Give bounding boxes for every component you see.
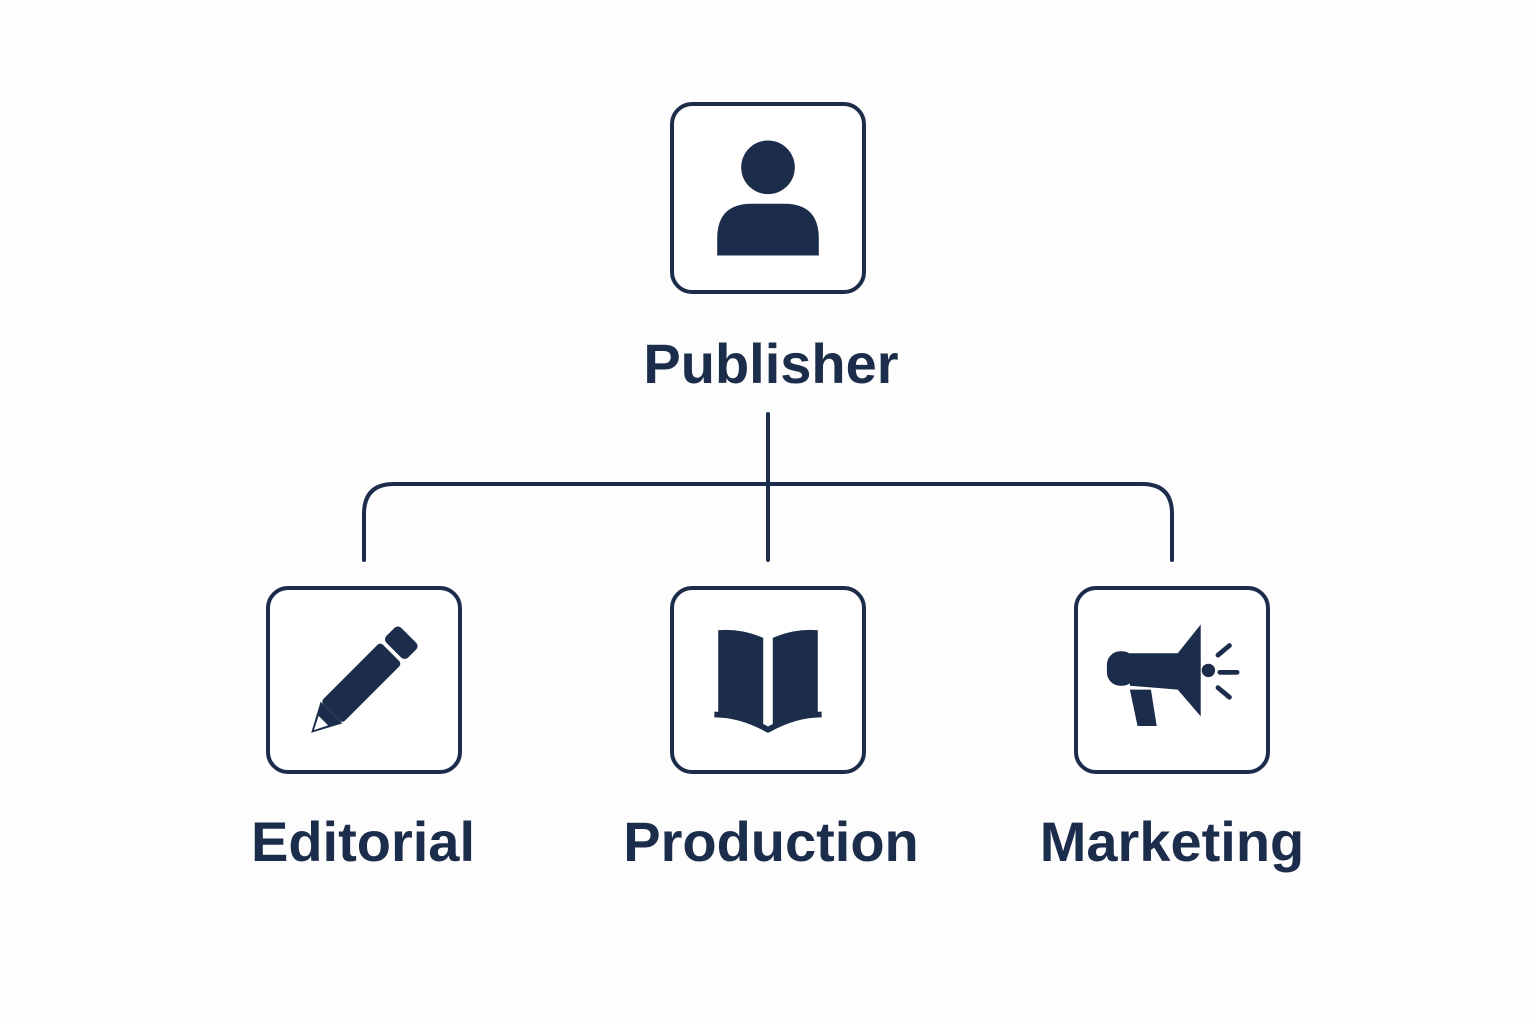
publisher-label: Publisher: [643, 332, 899, 395]
person-icon: [717, 140, 819, 256]
publisher-node[interactable]: [670, 102, 866, 294]
megaphone-icon: [1106, 624, 1240, 726]
marketing-label: Marketing: [1039, 810, 1305, 873]
production-node[interactable]: [670, 586, 866, 774]
pencil-icon: [311, 626, 418, 733]
production-label: Production: [623, 810, 919, 873]
branch-line: [362, 482, 1174, 562]
editorial-node[interactable]: [266, 586, 462, 774]
marketing-node[interactable]: [1074, 586, 1270, 774]
open-book-icon: [714, 629, 822, 733]
editorial-label: Editorial: [250, 810, 476, 873]
